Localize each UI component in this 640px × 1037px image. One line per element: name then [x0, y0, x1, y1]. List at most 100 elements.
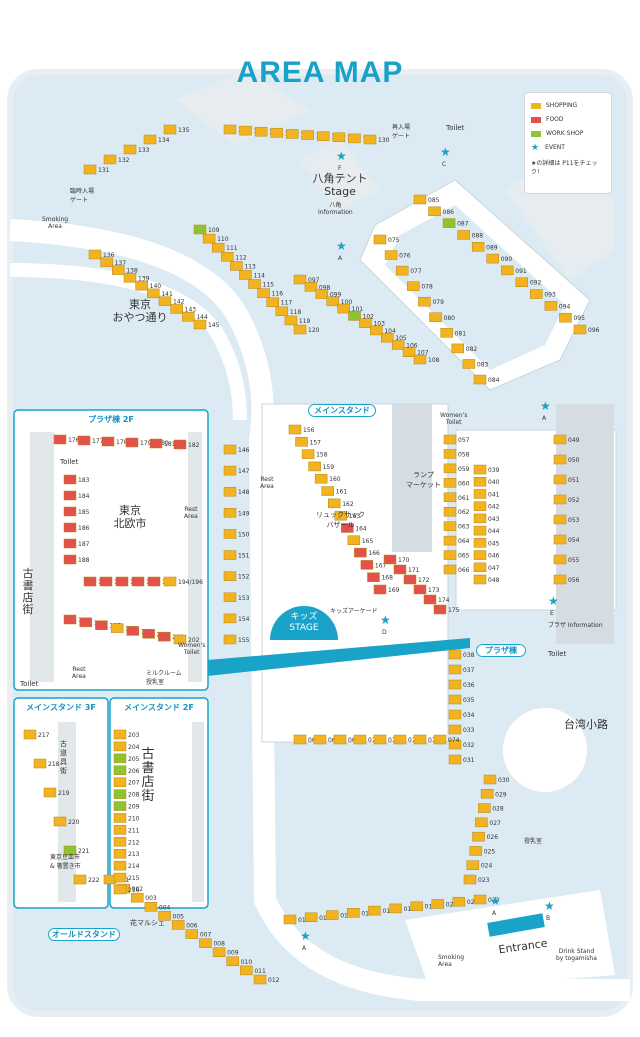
- booth-003: [131, 892, 144, 903]
- toilet-label-inset-2: Toilet: [20, 680, 39, 688]
- event-mark-label: E: [550, 610, 554, 617]
- booth-082: [451, 343, 465, 354]
- booth-186: [63, 522, 77, 533]
- booth-number: 155: [238, 637, 250, 644]
- booth-118: [275, 306, 289, 317]
- smoking-label-left: Smoking Area: [42, 216, 69, 230]
- booth-157: [295, 437, 308, 447]
- booth-181: [149, 438, 163, 449]
- booth-064: [443, 535, 457, 546]
- booth-number: 092: [530, 280, 542, 287]
- booth-171: [393, 564, 407, 575]
- booth-number: 183: [78, 477, 90, 484]
- legend-swatch-workshop: [531, 130, 541, 137]
- booth-number: 160: [329, 476, 341, 483]
- booth-043: [473, 513, 487, 524]
- booth-141: [147, 288, 160, 299]
- label-tokyo-oyatsu: 東京 おやつ通り: [112, 298, 168, 324]
- booth-212: [113, 837, 127, 847]
- booth-111: [211, 242, 225, 253]
- booth-layer: 0010020030040050060070080090100110120130…: [23, 124, 600, 985]
- event-mark-label: F: [338, 165, 342, 172]
- rest-label-inset: Rest Area: [184, 506, 198, 520]
- booth-number: 096: [588, 327, 600, 334]
- booth-119: [284, 315, 298, 326]
- booth-number: 042: [488, 504, 500, 511]
- booth-110: [202, 233, 216, 244]
- booth-050: [553, 454, 567, 465]
- booth-062: [443, 506, 457, 517]
- entrance-gate: [487, 913, 545, 937]
- booth-number: 113: [244, 263, 256, 270]
- booth-139: [123, 273, 137, 283]
- booth-number: 007: [200, 932, 212, 939]
- booth-208: [113, 789, 127, 799]
- booth-188: [63, 554, 77, 565]
- panel-title-main-3f: メインスタンド 3F: [26, 703, 96, 712]
- booth-number: 210: [128, 815, 140, 822]
- legend-food: FOOD: [531, 114, 611, 125]
- booth-number: 159: [323, 464, 335, 471]
- booth-number: 033: [463, 727, 475, 734]
- booth-200: [142, 629, 155, 639]
- booth-130: [363, 134, 377, 145]
- booth-number: 203: [128, 732, 140, 739]
- booth-185: [63, 506, 77, 517]
- booth-077: [395, 265, 409, 276]
- booth-203: [113, 729, 127, 740]
- booth-044: [473, 525, 487, 536]
- booth-213: [113, 848, 127, 859]
- booth-004: [144, 902, 158, 912]
- legend-workshop: WORK SHOP: [531, 128, 611, 139]
- booth-number: 050: [568, 457, 580, 464]
- booth-035: [448, 694, 462, 705]
- booth-109: [193, 224, 207, 235]
- booth-number: 055: [568, 557, 580, 564]
- booth-066: [443, 564, 457, 575]
- booth-122: [239, 125, 252, 136]
- panel-title-plaza-2f: プラザ棟 2F: [88, 415, 134, 424]
- label-old-stand: オールドスタンド: [48, 928, 120, 941]
- booth-number: 181: [164, 441, 176, 448]
- booth-190: [99, 576, 113, 587]
- booth-number: 109: [208, 227, 220, 234]
- booth-037: [448, 664, 462, 675]
- booth-025: [469, 846, 482, 856]
- map-legend: SHOPPING FOOD WORK SHOP ★EVENT ★の詳細は P11…: [524, 92, 612, 194]
- booth-039: [473, 464, 487, 475]
- booth-210: [113, 813, 127, 823]
- booth-number: 052: [568, 497, 580, 504]
- booth-number: 105: [395, 335, 407, 342]
- booth-number: 146: [238, 447, 250, 454]
- booth-number: 086: [443, 209, 455, 216]
- booth-163: [334, 510, 348, 521]
- booth-number: 044: [488, 528, 500, 535]
- star-icon: ★: [490, 894, 501, 908]
- booth-087: [442, 218, 456, 228]
- entrance-area: [405, 890, 615, 990]
- booth-169: [373, 584, 387, 595]
- booth-063: [443, 521, 457, 531]
- booth-number: 065: [458, 553, 470, 560]
- booth-number: 039: [488, 467, 500, 474]
- booth-number: 174: [438, 597, 450, 604]
- booth-number: 133: [138, 147, 150, 154]
- booth-134: [143, 134, 157, 145]
- booth-117: [266, 297, 279, 307]
- booth-number: 218: [48, 761, 60, 768]
- booth-142: [158, 296, 172, 306]
- label-plaza-info: プラザ Information: [548, 622, 603, 629]
- booth-number: 047: [488, 565, 500, 572]
- booth-094: [544, 301, 558, 311]
- booth-123: [254, 126, 268, 137]
- booth-number: 032: [463, 742, 475, 749]
- booth-165: [347, 535, 361, 546]
- booth-number: 035: [463, 697, 475, 704]
- booth-121: [223, 124, 237, 135]
- booth-133: [123, 144, 137, 155]
- booth-055: [553, 554, 567, 565]
- booth-number: 031: [463, 757, 475, 764]
- booth-140: [135, 280, 148, 291]
- label-rinji-gate: 臨時入場 ゲート: [70, 188, 95, 204]
- booth-149: [223, 508, 237, 518]
